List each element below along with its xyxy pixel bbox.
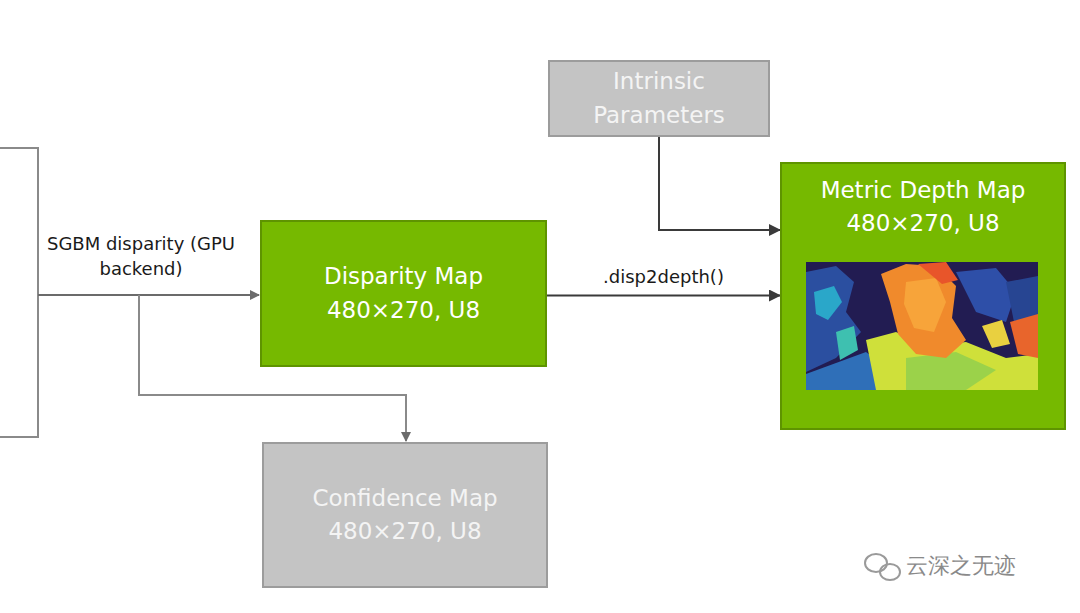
source-box xyxy=(0,148,38,437)
edge-label: .disp2depth() xyxy=(600,264,727,289)
box-detail: 480×270, U8 xyxy=(328,515,481,548)
wechat-icon xyxy=(865,554,900,580)
process-box: Disparity Map480×270, U8 xyxy=(260,220,547,367)
box-title: Metric Depth Map xyxy=(821,174,1026,207)
parameter-box: Intrinsic Parameters xyxy=(548,60,770,137)
flow-arrow xyxy=(547,295,780,297)
box-title: Confidence Map xyxy=(312,482,497,515)
flow-arrow xyxy=(659,137,780,230)
sgbm-arrow xyxy=(38,294,259,296)
box-detail: 480×270, U8 xyxy=(846,207,999,240)
box-detail: 480×270, U8 xyxy=(327,294,480,327)
output-box: Confidence Map480×270, U8 xyxy=(262,442,548,588)
box-title: Intrinsic Parameters xyxy=(558,65,760,132)
edge-label: SGBM disparity (GPU backend) xyxy=(46,231,236,281)
watermark: 云深之无迹 xyxy=(906,551,1056,582)
box-title: Disparity Map xyxy=(324,260,483,293)
depth-map-image xyxy=(806,262,1038,390)
